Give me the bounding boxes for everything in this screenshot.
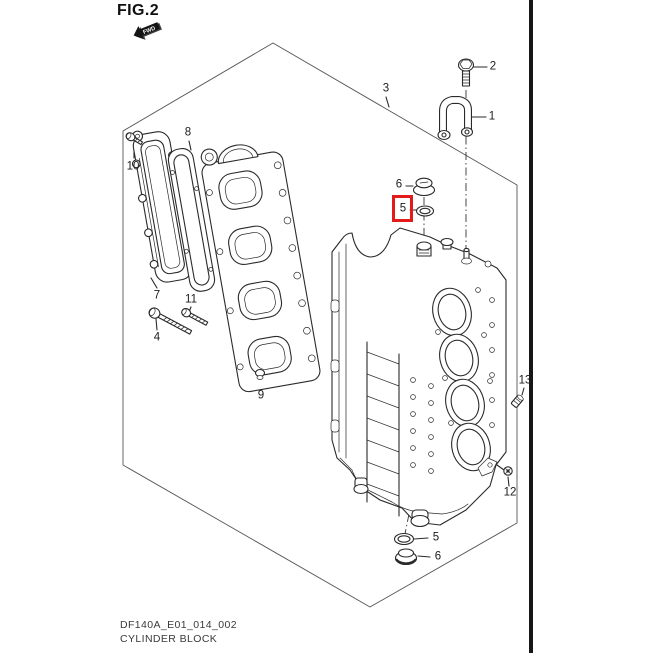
part-1-bracket — [438, 100, 473, 140]
drawing-code: DF140A_E01_014_002 — [120, 619, 237, 631]
diagram-border — [123, 43, 517, 607]
part-8-gasket — [167, 147, 217, 293]
part-7-cover — [127, 125, 198, 284]
callout-12[interactable]: 12 — [503, 486, 517, 499]
part-6-plug-top — [414, 178, 435, 195]
fwd-icon: FWD — [133, 22, 162, 40]
component-head — [198, 137, 321, 394]
footer: DF140A_E01_014_002 CYLINDER BLOCK — [120, 619, 237, 646]
callout-4[interactable]: 4 — [153, 331, 161, 344]
callout-5[interactable]: 5 — [432, 531, 440, 544]
fwd-icon-label: FWD — [142, 26, 156, 36]
page-edge-bar — [529, 0, 533, 653]
part-4-bolt — [147, 306, 193, 337]
callout-13[interactable]: 13 — [518, 374, 532, 387]
part-12-bolt — [504, 467, 512, 475]
callout-2[interactable]: 2 — [489, 60, 497, 73]
component-cylinder-block — [331, 228, 506, 527]
figure-title: FIG.2 — [117, 2, 160, 19]
part-5-oring-top — [417, 206, 434, 216]
highlight-box — [392, 195, 413, 222]
part-9-plug — [256, 370, 265, 380]
callout-1[interactable]: 1 — [488, 110, 496, 123]
part-13-pin — [511, 394, 524, 408]
callout-5-highlighted[interactable]: 5 — [399, 202, 407, 215]
callout-10[interactable]: 10 — [126, 160, 140, 173]
callout-6[interactable]: 6 — [434, 550, 442, 563]
part-2-bolt — [459, 59, 474, 86]
callout-9[interactable]: 9 — [257, 389, 265, 402]
callout-8[interactable]: 8 — [184, 126, 192, 139]
part-6-plug-bottom — [396, 549, 417, 565]
callout-7[interactable]: 7 — [153, 289, 161, 302]
callout-11[interactable]: 11 — [185, 293, 197, 306]
callout-6[interactable]: 6 — [395, 178, 403, 191]
part-11-bolt — [180, 307, 208, 327]
part-10-bolt — [125, 131, 144, 146]
part-5-oring-bottom — [395, 534, 414, 545]
drawing-title: CYLINDER BLOCK — [120, 632, 218, 645]
callout-3[interactable]: 3 — [382, 82, 390, 95]
